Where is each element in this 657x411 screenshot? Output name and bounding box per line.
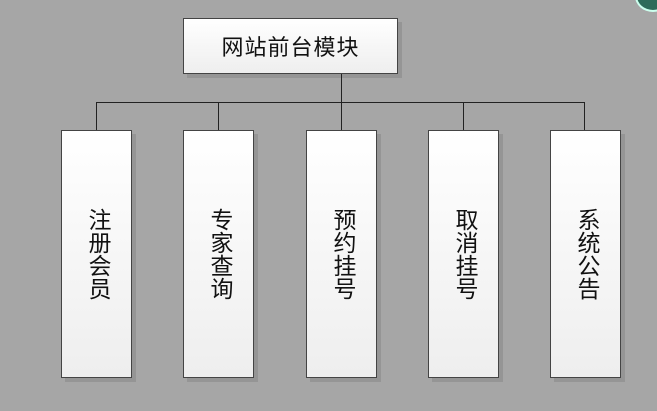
connector-root [341, 74, 342, 102]
connector-2 [218, 102, 219, 130]
node-register-member: 注册会员 [61, 130, 132, 378]
node-label: 注册会员 [84, 208, 110, 300]
connector-1 [96, 102, 97, 130]
root-label: 网站前台模块 [221, 36, 360, 61]
connector-4 [463, 102, 464, 130]
node-book-appointment: 预约挂号 [306, 130, 377, 378]
node-label: 取消挂号 [451, 208, 477, 300]
node-label: 专家查询 [206, 208, 232, 300]
node-label: 预约挂号 [329, 208, 355, 300]
logo-icon [635, 0, 657, 12]
node-label: 系统公告 [573, 208, 599, 300]
connector-horizontal [96, 102, 584, 103]
connector-3 [341, 102, 342, 130]
node-expert-search: 专家查询 [183, 130, 254, 378]
connector-5 [584, 102, 585, 130]
node-system-announcement: 系统公告 [550, 130, 621, 378]
node-cancel-appointment: 取消挂号 [428, 130, 499, 378]
root-node: 网站前台模块 [183, 18, 398, 74]
